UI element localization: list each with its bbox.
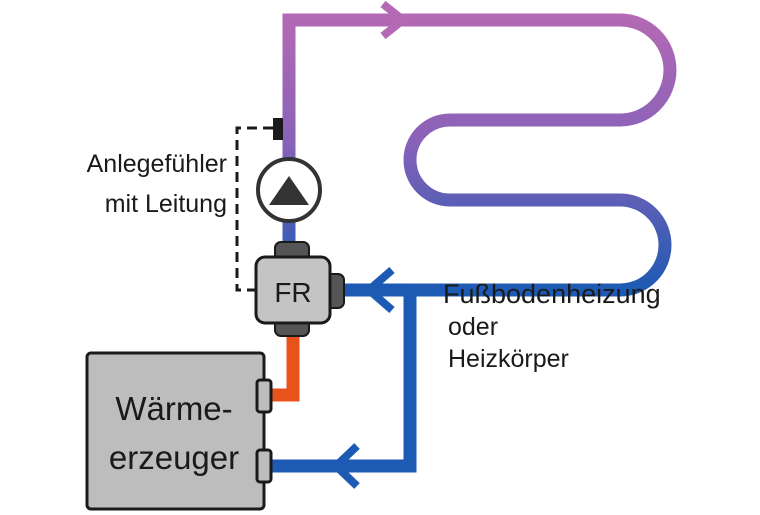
return-pipe-lower — [268, 290, 417, 473]
heating-label-line3: Heizkörper — [448, 345, 569, 373]
pump-triangle-icon — [269, 176, 309, 205]
heat-generator-label-line1: Wärme- — [115, 390, 232, 427]
chevron-arrow-icon — [380, 0, 410, 40]
supply-pipe — [268, 335, 300, 402]
generator-connector-supply — [255, 378, 273, 414]
heating-loop-pipe — [282, 13, 677, 297]
chevron-arrow-icon — [330, 443, 360, 489]
sensor-label-line2: mit Leitung — [105, 190, 227, 218]
heat-generator-box — [85, 351, 266, 511]
sensor-label-line1: Anlegefühler — [87, 150, 227, 178]
chevron-arrow-icon — [362, 266, 395, 314]
heating-label-line2: oder — [448, 313, 498, 341]
controller-box — [254, 255, 332, 325]
heating-label-line1: Fußbodenheizung — [443, 279, 661, 309]
sensor-block-icon — [273, 118, 283, 140]
generator-connector-return — [255, 448, 273, 484]
sensor-cable — [235, 126, 273, 292]
controller-label: FR — [274, 277, 311, 308]
heat-generator-label-line2: erzeuger — [109, 439, 239, 476]
